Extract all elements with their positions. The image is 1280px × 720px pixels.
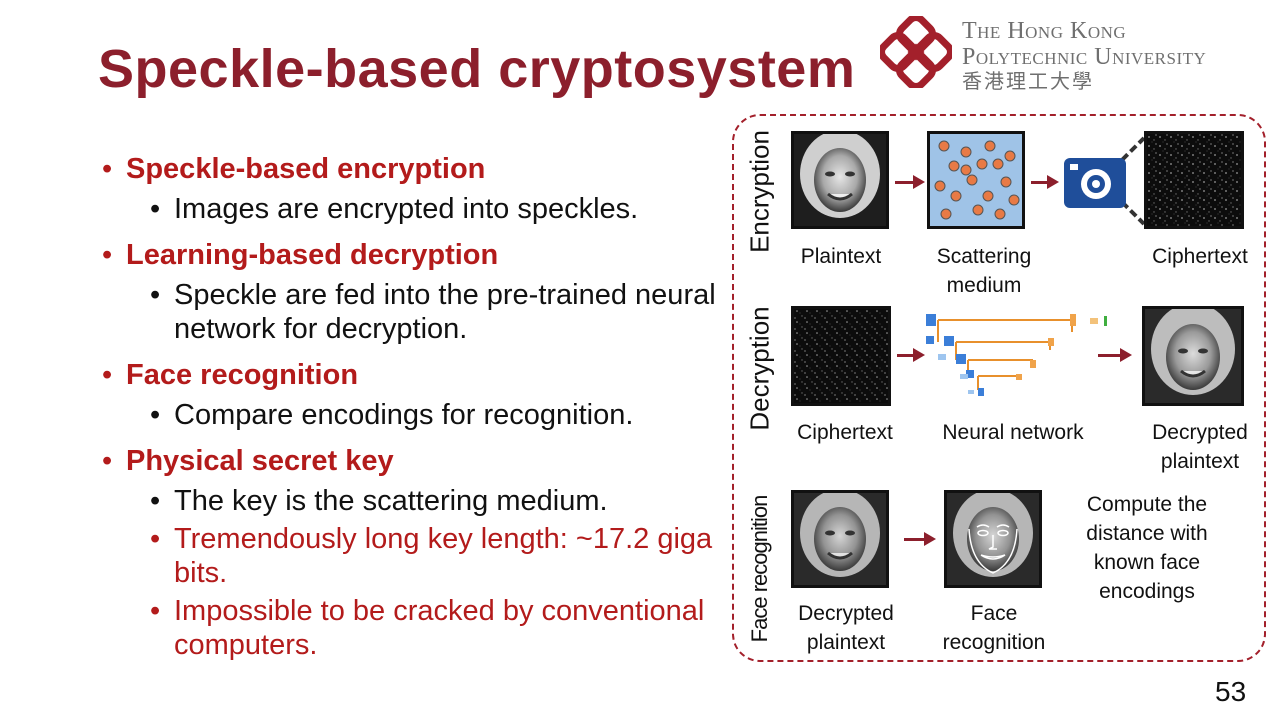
- arrow-right-icon: [904, 532, 936, 546]
- bullet-sub: Compare encodings for recognition.: [100, 398, 720, 432]
- caption-ciphertext: Ciphertext: [1152, 245, 1248, 268]
- caption-plaintext: plaintext: [806, 631, 886, 654]
- caption-scattering: Scattering: [936, 245, 1032, 268]
- bullet-heading: Learning-based decryption: [100, 236, 720, 274]
- row-label-decryption: Decryption: [744, 306, 775, 431]
- page-number: 53: [1215, 676, 1247, 707]
- caption-recognition: recognition: [942, 631, 1046, 654]
- caption-compute-distance: Compute the: [1086, 493, 1208, 516]
- logo-line-2: Polytechnic University: [962, 44, 1207, 70]
- caption-decrypted: Decrypted: [1152, 421, 1248, 444]
- decrypted-face-image: [1142, 306, 1244, 406]
- caption-compute-distance: known face: [1093, 551, 1201, 574]
- camera-icon: [1064, 136, 1146, 226]
- caption-decrypted: Decrypted: [798, 602, 894, 625]
- neural-network-diagram: [926, 314, 1107, 396]
- logo-chinese: 香港理工大學: [962, 71, 1094, 93]
- face-landmarks-image: [944, 490, 1042, 588]
- speckle-noise: [794, 309, 888, 403]
- face-image-landmarks: [947, 493, 1039, 585]
- university-logo: The Hong Kong Polytechnic University 香港理…: [880, 14, 1270, 94]
- caption-ciphertext: Ciphertext: [797, 421, 893, 444]
- slide-title: Speckle-based cryptosystem: [98, 39, 856, 99]
- polyu-emblem-icon: [880, 16, 952, 88]
- bullet-sub: The key is the scattering medium.: [100, 484, 720, 518]
- scattering-medium-image: [927, 131, 1025, 229]
- speckle-noise: [1147, 134, 1241, 226]
- arrow-right-icon: [895, 175, 925, 189]
- face-image: [794, 493, 886, 585]
- bullet-sub-highlight: Tremendously long key length: ~17.2 giga…: [100, 522, 720, 590]
- caption-medium: medium: [946, 274, 1022, 297]
- caption-face: Face: [970, 602, 1018, 625]
- arrow-right-icon: [1098, 348, 1132, 362]
- caption-compute-distance: distance with: [1086, 522, 1208, 545]
- bullet-sub-highlight: Impossible to be cracked by conventional…: [100, 594, 720, 662]
- row-label-encryption: Encryption: [744, 130, 775, 253]
- scattering-particles: [934, 140, 1020, 220]
- bullet-sub: Images are encrypted into speckles.: [100, 192, 720, 226]
- diagram-frame: [732, 114, 1266, 662]
- caption-neural-network: Neural network: [942, 421, 1084, 444]
- arrow-right-icon: [1031, 175, 1059, 189]
- bullet-heading: Face recognition: [100, 356, 720, 394]
- caption-plaintext: Plaintext: [800, 245, 882, 268]
- face-image: [794, 134, 886, 226]
- bullet-heading: Speckle-based encryption: [100, 150, 720, 188]
- bullet-heading: Physical secret key: [100, 442, 720, 480]
- bullet-list: Speckle-based encryption Images are encr…: [100, 140, 720, 662]
- face-image: [1145, 309, 1241, 403]
- logo-text: The Hong Kong Polytechnic University 香港理…: [962, 18, 1206, 94]
- ciphertext-input-image: [791, 306, 891, 406]
- caption-plaintext: plaintext: [1160, 450, 1240, 473]
- arrow-right-icon: [897, 348, 925, 362]
- logo-line-1: The Hong Kong: [962, 18, 1127, 44]
- bullet-sub: Speckle are fed into the pre-trained neu…: [100, 278, 720, 346]
- ciphertext-speckle-image: [1144, 131, 1244, 229]
- row-label-face-recognition: Face recognition: [747, 495, 772, 643]
- caption-compute-distance: encodings: [1099, 580, 1195, 603]
- plaintext-face-image: [791, 131, 889, 229]
- recognition-input-face-image: [791, 490, 889, 588]
